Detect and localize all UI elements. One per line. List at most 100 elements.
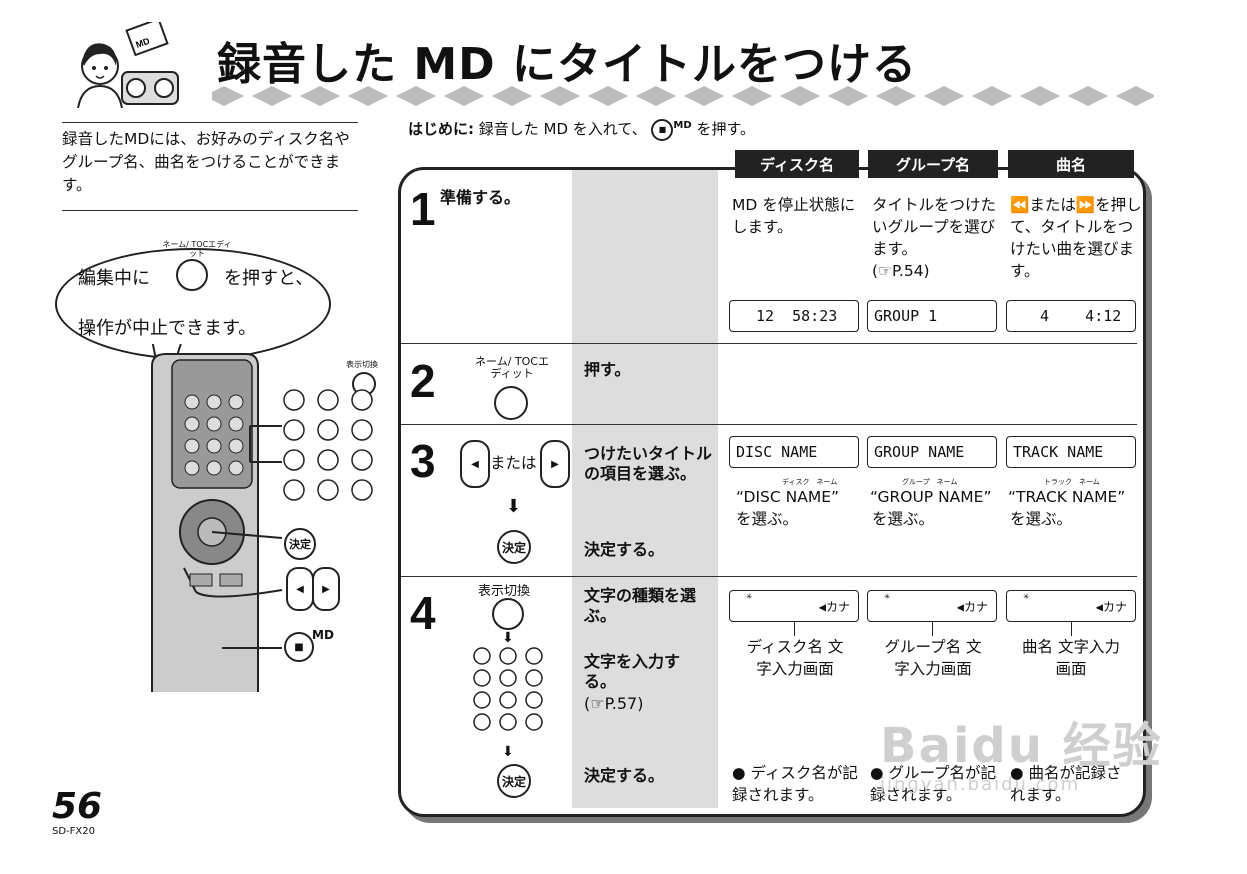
number-key[interactable] bbox=[351, 389, 373, 411]
title-diamond-strip bbox=[212, 84, 1154, 108]
reference-hand-icon: ☞ bbox=[590, 694, 605, 713]
number-key[interactable] bbox=[317, 479, 339, 501]
step-1-track-text: ⏪または⏩を押して、タイトルをつけたい曲を選びます。 bbox=[1010, 194, 1142, 282]
steps-panel bbox=[398, 167, 1146, 817]
note-md-label: MD bbox=[673, 120, 692, 131]
step-1-disc-text: MD を停止状態にします。 bbox=[732, 196, 856, 236]
name-toc-edit-button[interactable] bbox=[176, 259, 208, 291]
step-4-title2: 文字を入力する。 bbox=[584, 652, 681, 691]
number-key[interactable] bbox=[351, 479, 373, 501]
number-key[interactable] bbox=[283, 449, 305, 471]
step-3-title2: 決定する。 bbox=[584, 540, 665, 559]
diamond-mark bbox=[540, 86, 580, 106]
number-key[interactable] bbox=[317, 419, 339, 441]
step-3-skip-back-button[interactable]: ◀ bbox=[460, 440, 490, 488]
step-3-skip-forward-button[interactable]: ▶ bbox=[540, 440, 570, 488]
remote-key bbox=[206, 438, 222, 454]
lcd-step3-track-text: TRACK NAME bbox=[1013, 443, 1104, 461]
lcd-step4-track: ✳ ◀カナ bbox=[1006, 590, 1136, 622]
intro-rule-top bbox=[62, 122, 358, 123]
diamond-mark bbox=[588, 86, 628, 106]
model-number: SD-FX20 bbox=[52, 826, 95, 837]
number-key[interactable] bbox=[351, 449, 373, 471]
step-3-select-group-suffix: を選ぶ。 bbox=[872, 510, 935, 528]
number-key[interactable] bbox=[525, 669, 543, 687]
remote-key bbox=[228, 438, 244, 454]
lcd-step4-disc-pointer bbox=[794, 622, 795, 636]
number-key[interactable] bbox=[473, 713, 491, 731]
watermark-url: jingyan.baidu.com bbox=[880, 774, 1081, 795]
header-illustration: MD bbox=[77, 22, 179, 108]
number-key[interactable] bbox=[283, 419, 305, 441]
chevron-left-icon: ◀ bbox=[471, 458, 479, 470]
remote-skip-forward-button[interactable]: ▶ bbox=[312, 567, 340, 611]
step-3-enter-label: 決定 bbox=[501, 540, 526, 555]
lcd-step1-disc: 12 58:23 bbox=[729, 300, 859, 332]
rewind-icon: ⏪ bbox=[1010, 196, 1030, 214]
step-4-title3: 決定する。 bbox=[584, 766, 665, 785]
step-divider-3 bbox=[401, 576, 1137, 577]
number-key[interactable] bbox=[499, 669, 517, 687]
step-3-enter-button[interactable]: 決定 bbox=[497, 530, 531, 564]
number-key[interactable] bbox=[499, 713, 517, 731]
reference-hand-icon: ☞ bbox=[878, 262, 892, 280]
remote-enter-button[interactable]: 決定 bbox=[284, 528, 316, 560]
intro-note: はじめに: 録音した MD を入れて、 ■MD を押す。 bbox=[408, 118, 755, 141]
number-key[interactable] bbox=[351, 419, 373, 441]
lcd-step1-group-text: GROUP 1 bbox=[874, 307, 938, 325]
remote-skip-back-button[interactable]: ◀ bbox=[286, 567, 314, 611]
step-title-column bbox=[572, 170, 718, 808]
cursor-blink-icon: ✳ bbox=[1023, 591, 1030, 602]
remote-key bbox=[206, 394, 222, 410]
step-4-number-keys[interactable] bbox=[472, 646, 546, 738]
diamond-mark bbox=[732, 86, 772, 106]
header-track-name: 曲名 bbox=[1008, 150, 1134, 178]
diamond-mark bbox=[300, 86, 340, 106]
step-4-caption-group: グループ名 文字入力画面 bbox=[884, 638, 982, 678]
chevron-right-icon: ▶ bbox=[322, 583, 330, 595]
step-4-record-disc: ● ディスク名が記録されます。 bbox=[732, 764, 858, 804]
intro-rule-bottom bbox=[62, 210, 358, 211]
number-key[interactable] bbox=[525, 713, 543, 731]
number-key[interactable] bbox=[499, 647, 517, 665]
step-4-enter-button[interactable]: 決定 bbox=[497, 764, 531, 798]
number-key[interactable] bbox=[525, 691, 543, 709]
note-suffix: を押す。 bbox=[696, 120, 755, 138]
number-key[interactable] bbox=[473, 691, 491, 709]
step-4-display-button[interactable] bbox=[492, 598, 524, 630]
remote-number-keys[interactable] bbox=[282, 388, 378, 512]
lcd-step4-disc: ✳ ◀カナ bbox=[729, 590, 859, 622]
lcd-step4-group-kana: ◀カナ bbox=[956, 599, 988, 614]
diamond-mark bbox=[684, 86, 724, 106]
number-key[interactable] bbox=[473, 669, 491, 687]
diamond-mark bbox=[348, 86, 388, 106]
step-3-number: 3 bbox=[410, 435, 436, 487]
step-4-record-group: ● グループ名が記録されます。 bbox=[870, 764, 997, 804]
lcd-step3-group: GROUP NAME bbox=[867, 436, 997, 468]
lcd-step1-track-text: 4 4:12 bbox=[1031, 307, 1122, 325]
diamond-mark bbox=[1020, 86, 1060, 106]
step-4-caption-track: 曲名 文字入力画面 bbox=[1022, 638, 1120, 678]
ruby-track: トラック ネーム bbox=[1044, 478, 1100, 486]
step-1-group-ref-text: P.54) bbox=[891, 262, 930, 280]
number-key[interactable] bbox=[499, 691, 517, 709]
remote-control-illustration bbox=[151, 353, 283, 692]
step-2-name-toc-button[interactable] bbox=[494, 386, 528, 420]
number-key[interactable] bbox=[317, 449, 339, 471]
step-3-or: または bbox=[490, 454, 537, 472]
page-title: 録音した MD にタイトルをつける bbox=[217, 39, 917, 90]
step-4-title: 文字の種類を選ぶ。 bbox=[584, 586, 697, 625]
diamond-mark bbox=[972, 86, 1012, 106]
number-key[interactable] bbox=[525, 647, 543, 665]
number-key[interactable] bbox=[283, 389, 305, 411]
lcd-step1-group: GROUP 1 bbox=[867, 300, 997, 332]
step-3-select-disc: “DISC NAME” bbox=[736, 488, 840, 506]
number-key[interactable] bbox=[283, 479, 305, 501]
number-key[interactable] bbox=[473, 647, 491, 665]
step-4-ref-text: P.57) bbox=[604, 694, 644, 713]
remote-md-button[interactable]: ■ bbox=[284, 632, 314, 662]
remote-key bbox=[184, 394, 200, 410]
number-key[interactable] bbox=[317, 389, 339, 411]
step-1-group-ref: (☞P.54) bbox=[872, 262, 930, 280]
step-1-track-post: を押して、タイトルをつけたい曲を選びます。 bbox=[1010, 196, 1142, 280]
